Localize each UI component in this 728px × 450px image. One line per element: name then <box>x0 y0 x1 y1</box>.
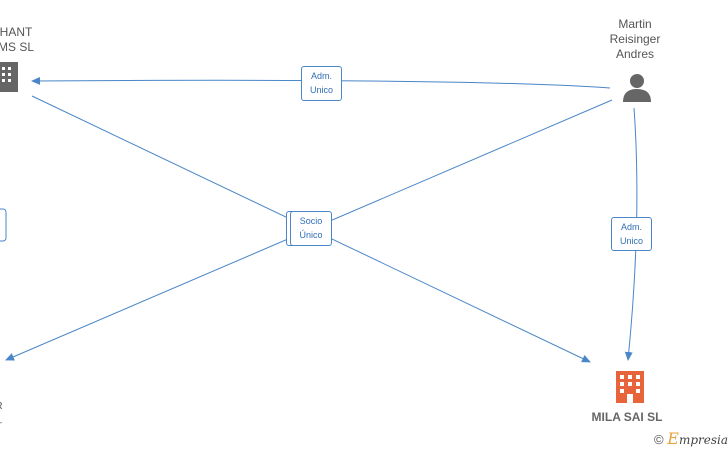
edge-label-adm-unico-top: Adm. Unico <box>301 66 342 101</box>
person-icon <box>623 74 651 102</box>
top-left-company-label[interactable]: HANT MS SL <box>0 25 34 54</box>
empresia-logo-initial: E <box>667 429 679 448</box>
edge-label-socio-unico: Socio Único <box>290 211 332 246</box>
empresia-watermark: © Empresia <box>654 429 728 448</box>
empresia-logo-text: mpresia <box>678 433 728 447</box>
building-icon <box>0 62 18 92</box>
edge-label-adm-unico-right: Adm. Unico <box>611 217 652 251</box>
copyright-symbol: © <box>654 432 664 447</box>
main-company-label[interactable]: MILA SAI SL <box>591 410 663 424</box>
edge-person-to-top-left-company <box>31 76 611 89</box>
building-icon-main <box>616 371 644 403</box>
bottom-left-company-label[interactable]: R _ <box>0 401 6 425</box>
person-name-label[interactable]: Martin Reisinger Andres <box>609 17 661 61</box>
cropped-edge-label-box <box>0 208 7 242</box>
